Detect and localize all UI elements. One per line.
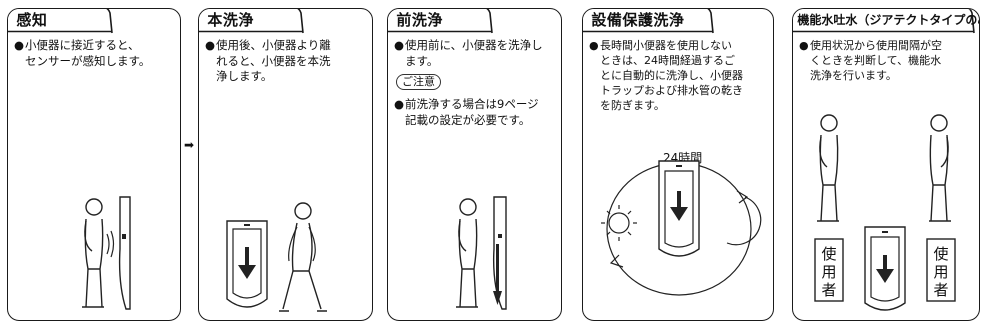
panel-title-tab: 本洗浄 bbox=[199, 9, 305, 34]
arrow-right-icon: ➡ bbox=[184, 138, 195, 152]
bullet-mark: ● bbox=[14, 38, 25, 52]
users-and-urinal-illustration bbox=[814, 114, 956, 311]
panel-description: ●小便器に接近すると、センサーが感知します。 bbox=[14, 38, 150, 69]
panel-title-tab: 前洗浄 bbox=[388, 9, 494, 34]
bullet-mark: ● bbox=[799, 39, 809, 52]
panel-title: 感知 bbox=[16, 11, 48, 30]
tab-outline bbox=[388, 9, 494, 34]
panel-title: 前洗浄 bbox=[396, 11, 443, 30]
panel-title-tab: 感知 bbox=[8, 9, 114, 34]
urinal-flush-and-person-walking-away-illustration bbox=[226, 202, 327, 312]
panel-description: ●使用状況から使用間隔が空くときを判断して、機能水洗浄を行います。 bbox=[799, 38, 942, 83]
panel-description: ●使用前に、小便器を洗浄します。 bbox=[394, 38, 543, 69]
panel-title: 設備保護洗浄 bbox=[591, 11, 685, 30]
panel-title-tab: 機能水吐水（ジアテクトタイプのみ） bbox=[793, 9, 979, 34]
bullet-item: ●前洗浄する場合は9ページ記載の設定が必要です。 bbox=[394, 97, 539, 127]
panel-description: ●長時間小便器を使用しないときは、24時間経過するごとに自動的に洗浄し、小便器ト… bbox=[589, 38, 743, 113]
panel-title: 本洗浄 bbox=[207, 11, 254, 30]
caution-badge: ご注意 bbox=[396, 74, 441, 90]
panel-title: 機能水吐水（ジアテクトタイプのみ） bbox=[797, 13, 979, 28]
tab-outline bbox=[793, 9, 976, 34]
panel-equipment-protection-flush: 設備保護洗浄 ●長時間小便器を使用しないときは、24時間経過するごとに自動的に洗… bbox=[582, 8, 774, 321]
panel-main-flush: 本洗浄 ●使用後、小便器より離れると、小便器を本洗浄します。 bbox=[198, 8, 373, 321]
tab-outline bbox=[8, 9, 114, 34]
bullet-mark: ● bbox=[205, 38, 216, 52]
bullet-mark: ● bbox=[589, 39, 599, 52]
bullet-item: ●小便器に接近すると、センサーが感知します。 bbox=[14, 38, 151, 68]
bullet-item: ●使用状況から使用間隔が空くときを判断して、機能水洗浄を行います。 bbox=[799, 39, 942, 82]
panel-description: ●使用後、小便器より離れると、小便器を本洗浄します。 bbox=[205, 38, 331, 85]
user-sign-left: 使用者 bbox=[821, 245, 837, 299]
bullet-item: ●使用前に、小便器を洗浄します。 bbox=[394, 38, 543, 68]
bullet-item: ●使用後、小便器より離れると、小便器を本洗浄します。 bbox=[205, 38, 331, 83]
panel-sensing: 感知 ●小便器に接近すると、センサーが感知します。 bbox=[7, 8, 181, 321]
bullet-mark: ● bbox=[394, 97, 405, 111]
person-approaching-urinal-illustration bbox=[82, 196, 131, 310]
tab-outline bbox=[199, 9, 305, 34]
panel-note: ●前洗浄する場合は9ページ記載の設定が必要です。 bbox=[394, 97, 539, 128]
user-sign-right: 使用者 bbox=[933, 245, 949, 299]
bullet-mark: ● bbox=[394, 38, 405, 52]
panel-functional-water: 機能水吐水（ジアテクトタイプのみ） ●使用状況から使用間隔が空くときを判断して、… bbox=[792, 8, 980, 321]
bullet-item: ●長時間小便器を使用しないときは、24時間経過するごとに自動的に洗浄し、小便器ト… bbox=[589, 39, 743, 112]
panel-title-tab: 設備保護洗浄 bbox=[583, 9, 715, 34]
tab-outline bbox=[583, 9, 715, 34]
panel-pre-flush: 前洗浄 ●使用前に、小便器を洗浄します。 ご注意 ●前洗浄する場合は9ページ記載… bbox=[387, 8, 562, 321]
24-hour-cycle-illustration bbox=[601, 160, 762, 296]
person-at-urinal-pre-flush-illustration bbox=[456, 196, 507, 310]
